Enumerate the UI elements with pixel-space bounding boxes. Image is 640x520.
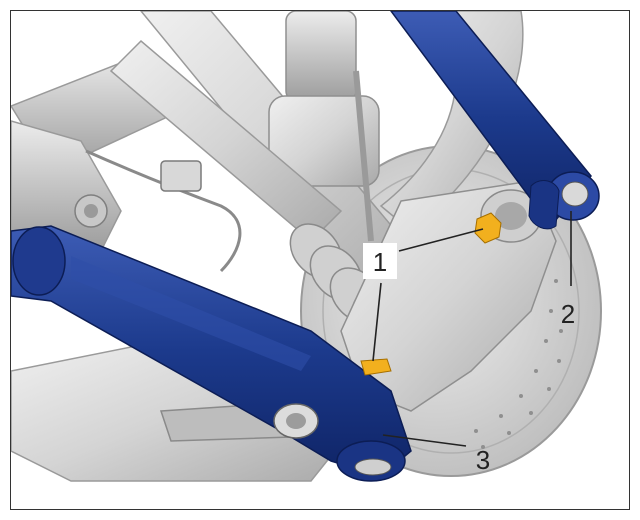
brake-cable <box>85 149 242 273</box>
callout-1-label: 1 <box>373 247 387 277</box>
nut-lower <box>360 358 392 376</box>
callout-1: 1 <box>363 243 397 279</box>
callout-2-label: 2 <box>561 299 575 329</box>
callout-2: 2 <box>561 299 575 329</box>
callout-3: 3 <box>476 445 490 475</box>
suspension-illustration: 1 2 3 <box>11 11 602 482</box>
illustration-frame: 1 2 3 <box>10 10 630 510</box>
strut <box>268 11 380 242</box>
nut-upper <box>474 212 502 244</box>
blue-upper-arm <box>390 11 600 230</box>
callout-3-label: 3 <box>476 445 490 475</box>
leader-lines <box>372 211 572 447</box>
blue-lower-arm <box>11 225 412 482</box>
